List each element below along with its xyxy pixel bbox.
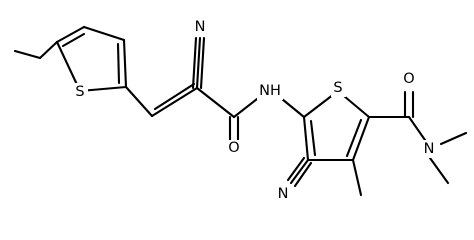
bond-nitrile1-a xyxy=(195,36,202,90)
atom-label-n3: N xyxy=(424,141,435,157)
bond-methyl xyxy=(351,158,363,197)
atom-n-nitrile2: N xyxy=(276,185,291,203)
bond-nitrile1-b xyxy=(191,36,198,90)
bond-vinyl-double xyxy=(150,86,199,118)
atom-label-s2: S xyxy=(333,80,342,96)
atom-o-amide2: O xyxy=(402,70,417,88)
bond-n-methyl-down xyxy=(428,156,450,185)
bond-ring2-c3-c2-double xyxy=(309,119,317,157)
bond-nh-ring2 xyxy=(280,97,306,119)
bond-carbonyl-nh xyxy=(232,97,259,119)
atom-label-o2: O xyxy=(403,71,414,87)
bond-ring1-c3-c2-double xyxy=(116,42,121,85)
bond-ring1-c3-c2 xyxy=(122,38,128,89)
atom-label-o1: O xyxy=(228,140,239,156)
atom-n-amide2: N xyxy=(422,140,437,158)
bond-nitrile2-b xyxy=(286,156,306,182)
atom-label-n1: N xyxy=(195,19,206,35)
atom-labels: S N NH O S O N N xyxy=(73,19,437,203)
bond-ring2-c5-c4 xyxy=(351,115,371,162)
atom-label-s1: S xyxy=(75,84,84,100)
bond-alpha-carbonyl xyxy=(195,86,236,119)
bond-ring1-c5-c4-double xyxy=(61,32,86,48)
bond-nitrile2-a xyxy=(289,158,310,185)
atom-o-amide1: O xyxy=(227,140,242,158)
bond-ring1-c4-c3 xyxy=(82,25,126,42)
atom-s-left: S xyxy=(73,83,88,101)
atom-nh: NH xyxy=(257,82,283,100)
bond-ring2-c5-c4-double xyxy=(345,118,363,158)
bond-ethyl-ch3 xyxy=(13,49,42,60)
bond-carbonyl2-n xyxy=(407,115,427,142)
atom-label-nh: NH xyxy=(259,83,281,99)
bond-nitrile1-c xyxy=(199,36,206,90)
bonds xyxy=(13,25,468,197)
bond-ethyl-ch2 xyxy=(38,40,59,60)
bond-vinyl-double-inner xyxy=(153,82,196,111)
chemical-structure-drawing: S N NH O S O N N xyxy=(13,19,468,203)
atom-s-right: S xyxy=(331,79,346,97)
bond-ring1-c5-c4 xyxy=(55,25,86,44)
bond-ring2-c3-c2 xyxy=(302,115,310,162)
bond-c2-vinyl xyxy=(124,85,154,118)
bond-ring1-c5-s xyxy=(55,40,82,93)
bond-n-methyl-up xyxy=(439,131,468,146)
bond-nitrile2-c xyxy=(293,161,313,188)
atom-n-nitrile1: N xyxy=(193,19,208,37)
atom-label-n2: N xyxy=(278,186,289,202)
